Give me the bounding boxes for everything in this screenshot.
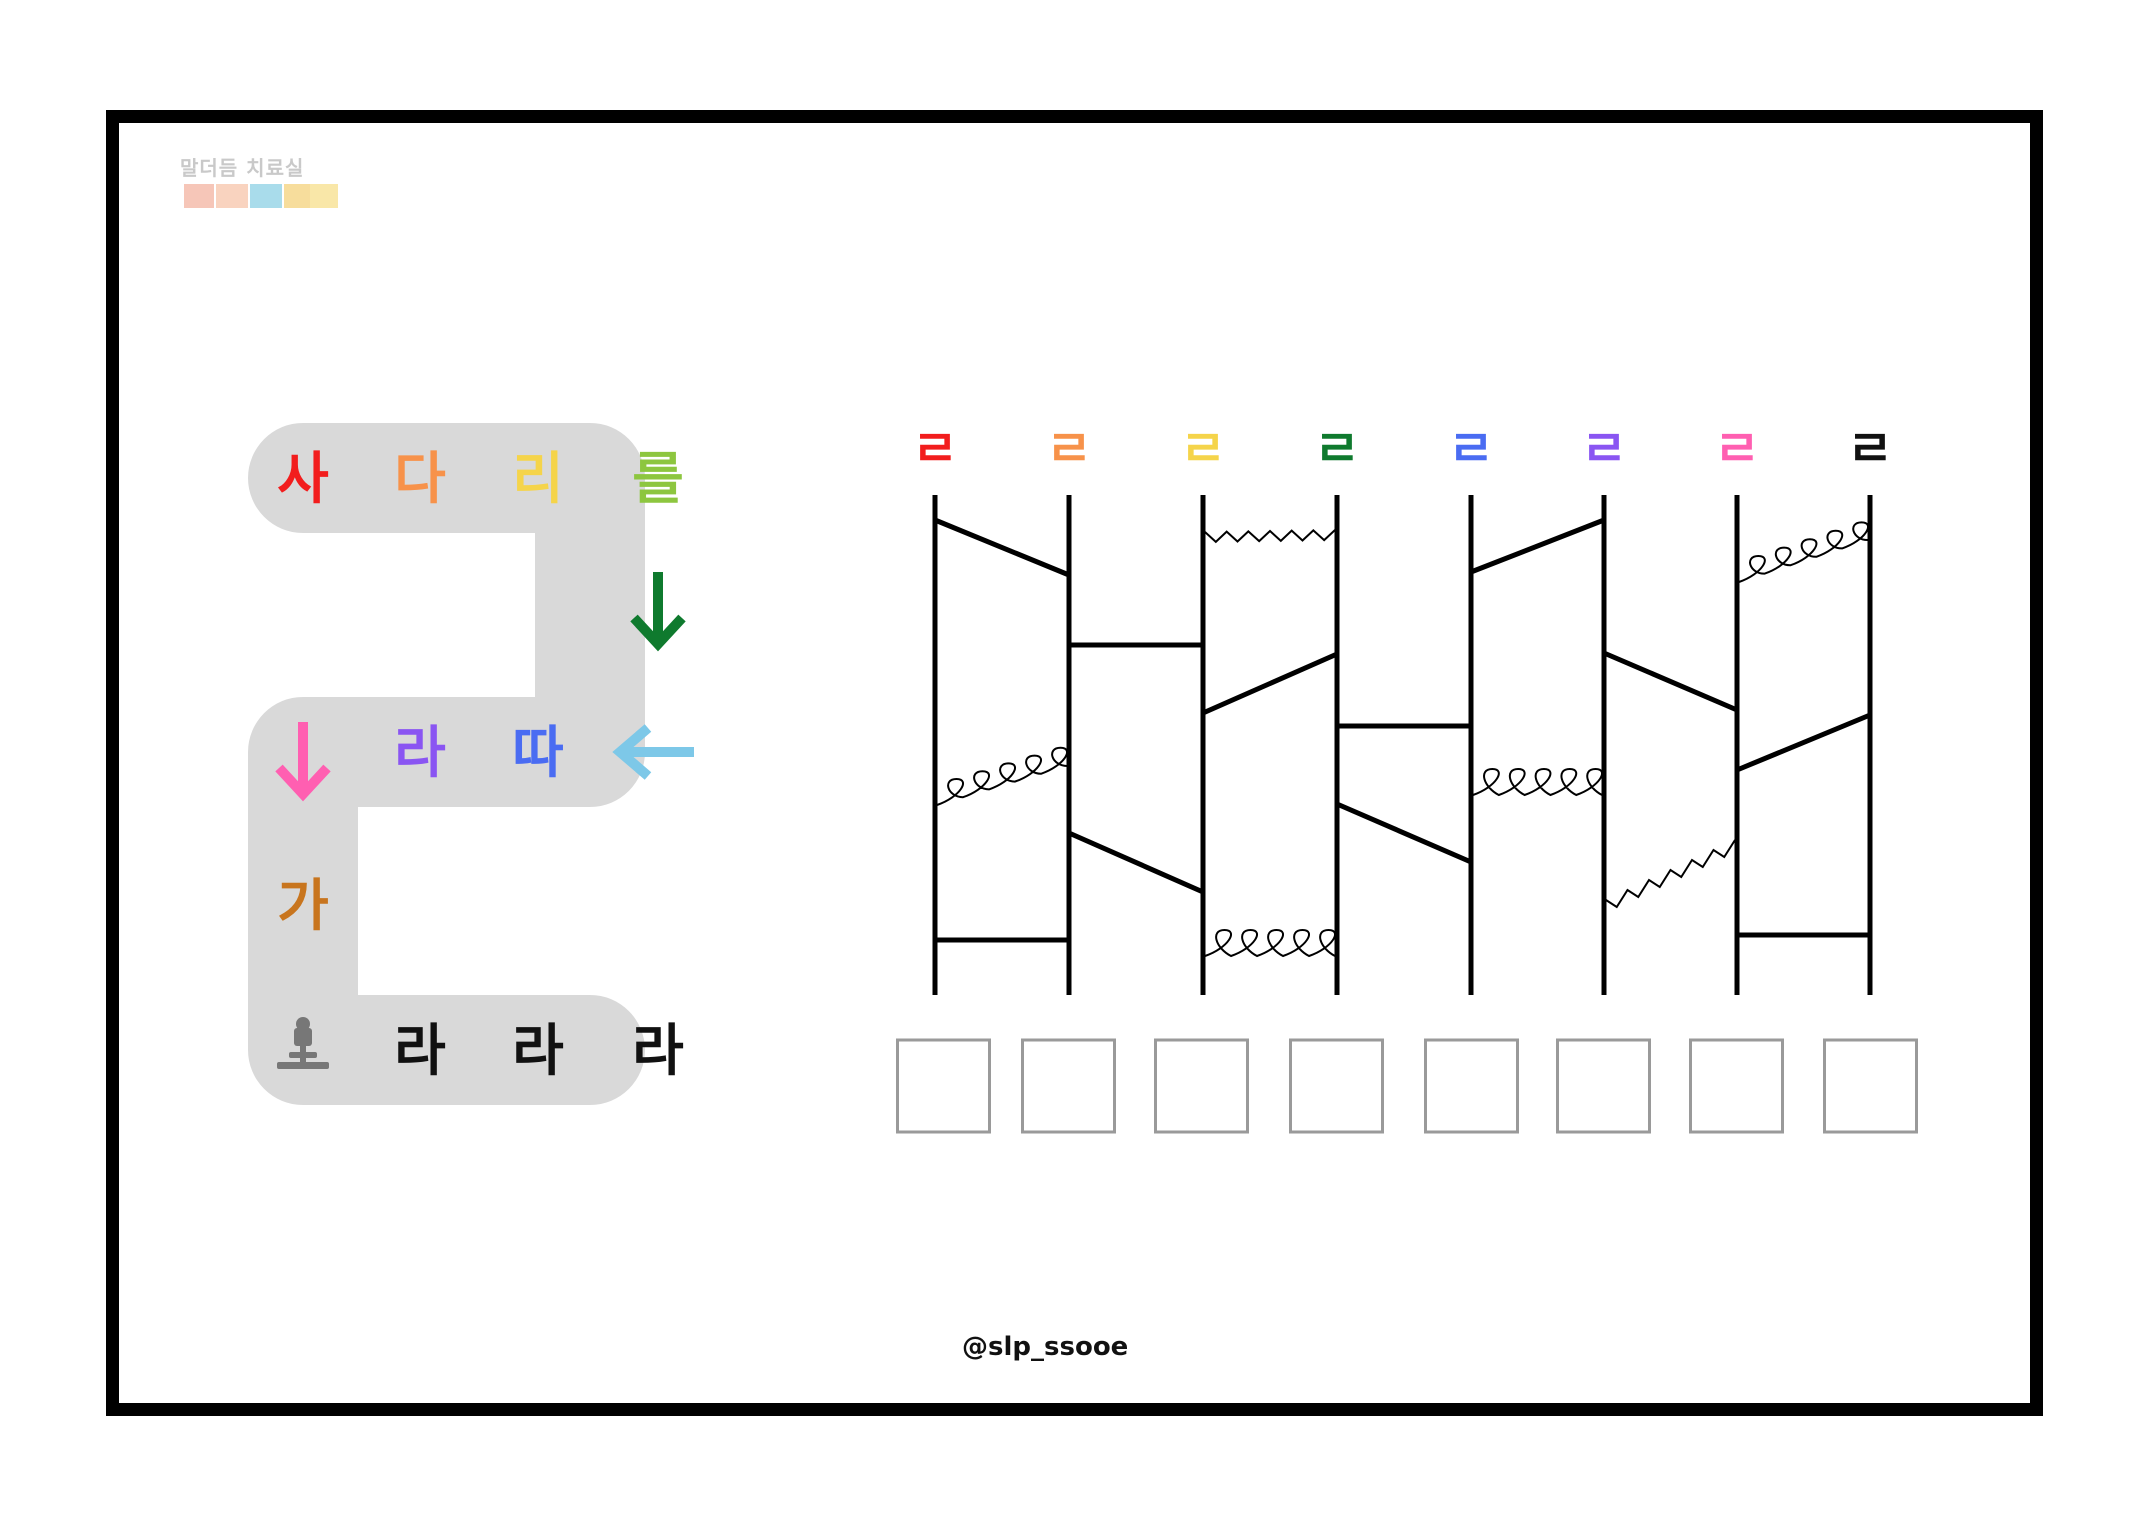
snake-track [248,423,645,1105]
logo-block [184,184,214,208]
cell-reul: 를 [632,447,684,512]
page-border [106,110,2043,1416]
ladder-rung [1336,801,1472,865]
top-label: ㄹ [1314,420,1360,478]
cell-ga: 가 [277,874,329,939]
ladder-rung [1201,651,1339,716]
ladder-rung [1603,650,1738,713]
top-label: ㄹ [1180,420,1226,478]
arrow-left-icon [612,724,694,780]
ladder-rung-coil [1472,767,1603,797]
top-label: ㄹ [912,420,958,478]
answer-box[interactable] [1154,1038,1249,1134]
logo-block [284,184,310,208]
logo-block [250,184,282,208]
cell-ra-2: 라 [394,1019,446,1084]
answer-box[interactable] [1689,1038,1784,1134]
author-handle: @slp_ssooe [962,1332,1129,1362]
answer-box[interactable] [896,1038,991,1134]
ladder-rung [934,517,1070,578]
cell-ra-1: 라 [394,721,446,786]
ladder-rung [1067,830,1205,895]
top-label: ㄹ [1847,420,1893,478]
logo-text: 말더듬 치료실 [180,156,305,180]
arrow-down-icon [275,722,331,802]
cell-ri: 리 [512,447,564,512]
top-label: ㄹ [1448,420,1494,478]
cell-ra-4: 라 [632,1019,684,1084]
ladder-rung-coil [936,746,1068,806]
top-label: ㄹ [1581,420,1627,478]
cell-tta: 따 [512,721,564,786]
ladder-rung [1470,517,1605,575]
ladder-rung-zigzag [1204,528,1336,544]
ladder-rung [1736,712,1871,773]
answer-box[interactable] [1289,1038,1384,1134]
cell-da: 다 [394,447,446,512]
logo-block [310,184,338,208]
arrow-down-icon [630,572,686,652]
answer-box[interactable] [1556,1038,1651,1134]
cell-sa: 사 [277,447,329,512]
logo-blocks [184,184,338,208]
logo: 말더듬 치료실 [180,152,340,214]
ladder-rung-coil [1738,521,1869,583]
stand-lamp-icon [277,1017,329,1069]
cell-ra-3: 라 [512,1019,564,1084]
ladder-rung-zigzag [1605,839,1736,909]
ladder-rung-coil [1204,928,1336,958]
answer-box[interactable] [1021,1038,1116,1134]
logo-block [216,184,248,208]
top-label: ㄹ [1714,420,1760,478]
answer-box[interactable] [1823,1038,1918,1134]
top-label: ㄹ [1046,420,1092,478]
answer-box[interactable] [1424,1038,1519,1134]
